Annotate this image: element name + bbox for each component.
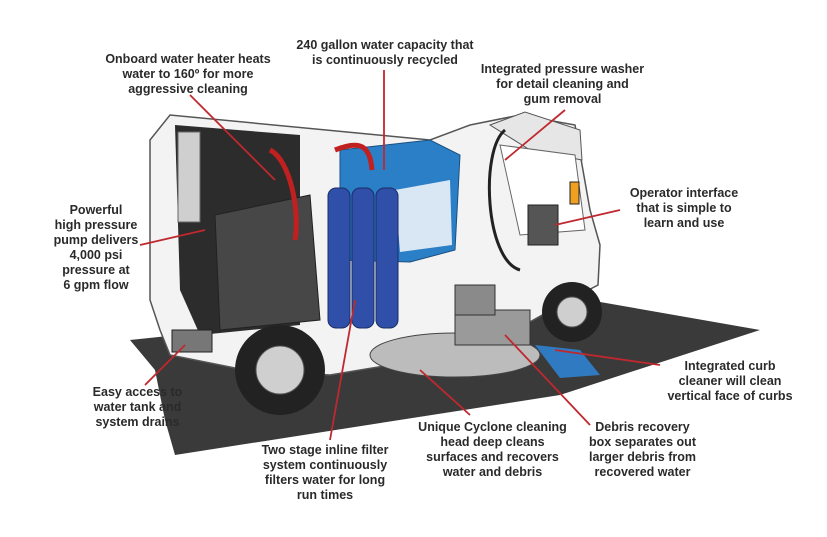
callout-debris: Debris recovery box separates out larger… (589, 420, 696, 479)
red-hose-2 (334, 142, 375, 171)
drain-valves (171, 329, 213, 353)
leader-curb (554, 349, 661, 366)
debris-box (454, 309, 531, 346)
water-tank-highlight (395, 180, 452, 252)
callout-washer: Integrated pressure washer for detail cl… (480, 62, 645, 106)
water-spray (535, 345, 600, 378)
callout-cyclone: Unique Cyclone cleaning head deep cleans… (418, 420, 567, 479)
red-hose (268, 147, 299, 241)
filter-canister-2 (351, 187, 375, 329)
heater-unit (177, 131, 201, 223)
callout-filter: Two stage inline filter system continuou… (261, 443, 389, 502)
callout-pump: Powerful high pressure pump delivers 4,0… (53, 203, 139, 292)
leader-washer (504, 109, 566, 161)
rear-wheel-hub (255, 345, 305, 395)
leader-debris (504, 334, 591, 426)
leader-heater (189, 94, 276, 181)
engine-cover (214, 194, 321, 331)
brush-stack (454, 284, 496, 316)
cab-window (499, 144, 586, 236)
operator-console (527, 204, 559, 246)
leader-drains (144, 344, 186, 386)
washer-hose (487, 128, 521, 272)
leader-pump (139, 229, 206, 246)
filter-canister-3 (375, 187, 399, 329)
side-mirror (569, 181, 580, 205)
front-wheel-hub (556, 296, 588, 328)
leader-operator (554, 209, 621, 226)
leader-cyclone (419, 369, 471, 416)
callout-curb: Integrated curb cleaner will clean verti… (667, 359, 793, 403)
callout-tank: 240 gallon water capacity that is contin… (296, 38, 474, 67)
callout-drains: Easy access to water tank and system dra… (92, 385, 183, 429)
callout-heater: Onboard water heater heats water to 160º… (105, 52, 271, 96)
leader-lines (139, 70, 661, 441)
leader-filter (329, 299, 356, 441)
filter-canister-1 (327, 187, 351, 329)
callout-operator: Operator interface that is simple to lea… (629, 186, 739, 230)
